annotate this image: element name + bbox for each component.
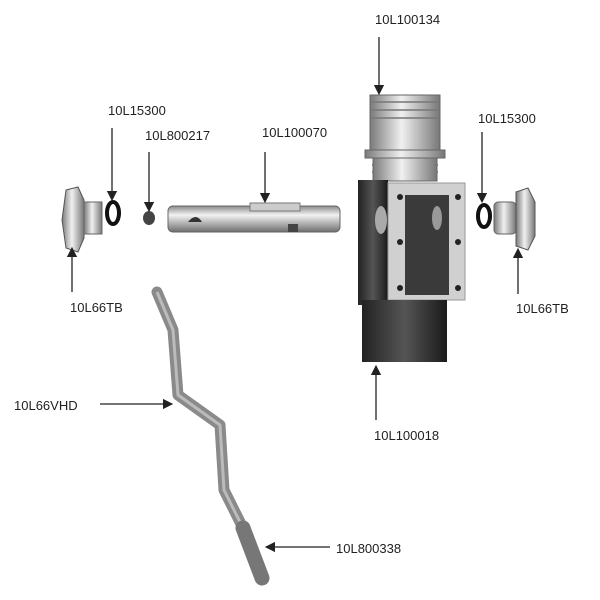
right-oring-part [476, 203, 492, 229]
shaft-part [167, 202, 341, 233]
threaded-fitting-part [364, 94, 446, 182]
label-oring-left: 10L15300 [108, 103, 166, 118]
label-cap-fitting: 10L100134 [375, 12, 441, 27]
label-grip: 10L800338 [336, 541, 402, 556]
plug-part [143, 211, 155, 225]
handle-part [151, 286, 270, 586]
label-nut-right: 10L66TB [516, 301, 569, 316]
right-nut-part [493, 187, 536, 251]
grip-part [235, 520, 270, 586]
left-nut-part [61, 186, 103, 253]
label-nut-left: 10L66TB [70, 300, 123, 315]
label-handle: 10L66VHD [14, 398, 78, 413]
label-plug: 10L800217 [145, 128, 211, 143]
label-oring-right: 10L15300 [478, 111, 536, 126]
label-housing: 10L100018 [374, 428, 440, 443]
label-shaft: 10L100070 [262, 125, 328, 140]
left-oring-part [105, 200, 121, 226]
housing-part [358, 180, 466, 362]
